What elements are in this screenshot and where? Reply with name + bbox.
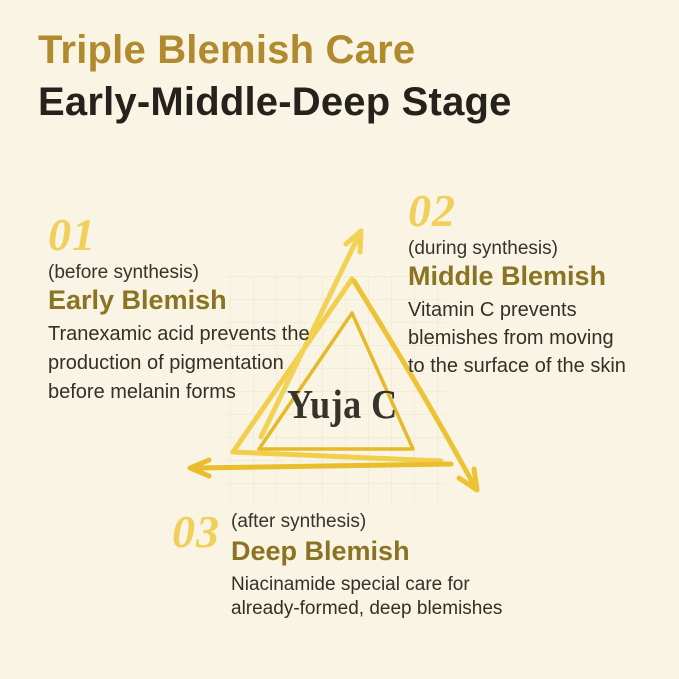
stage-deep-blemish: 03 (after synthesis) Deep Blemish Niacin… (172, 509, 502, 622)
description-line: Niacinamide special care for (231, 573, 470, 595)
description-line: already-formed, deep blemishes (231, 598, 503, 620)
description-line: Vitamin C prevents (408, 298, 577, 321)
description-line: before melanin forms (48, 380, 236, 403)
stage-phase: (after synthesis) (231, 511, 367, 532)
page-title-accent: Triple Blemish Care (38, 28, 416, 72)
stage-description: Niacinamide special care for already-for… (231, 573, 502, 622)
description-line: to the surface of the skin (408, 354, 626, 377)
stage-name: Early Blemish (48, 284, 227, 315)
stage-phase: (before synthesis) (48, 262, 200, 283)
description-line: production of pigmentation (48, 351, 284, 374)
stage-number: 03 (172, 506, 220, 557)
diagram-center-label: Yuja C (287, 381, 398, 427)
down-right-arrow (351, 278, 480, 493)
up-arrow (258, 228, 364, 440)
stage-phase: (during synthesis) (408, 238, 558, 259)
stage-early-blemish: 01 (before synthesis) Early Blemish Tran… (48, 212, 310, 407)
stage-name: Middle Blemish (408, 260, 607, 291)
stage-name: Deep Blemish (231, 535, 410, 566)
description-line: blemishes from moving (408, 326, 614, 349)
stage-description: Vitamin C prevents blemishes from moving… (408, 296, 626, 380)
stage-middle-blemish: 02 (during synthesis) Middle Blemish Vit… (408, 188, 626, 380)
inner-triangle (257, 311, 415, 451)
left-arrow (187, 457, 454, 479)
stage-description: Tranexamic acid prevents the production … (48, 320, 310, 407)
page-title: Early-Middle-Deep Stage (38, 80, 512, 124)
stage-text-column: (after synthesis) Deep Blemish Niacinami… (231, 509, 502, 622)
stage-number: 01 (48, 209, 96, 260)
description-line: Tranexamic acid prevents the (48, 322, 310, 345)
stage-number: 02 (408, 185, 456, 236)
